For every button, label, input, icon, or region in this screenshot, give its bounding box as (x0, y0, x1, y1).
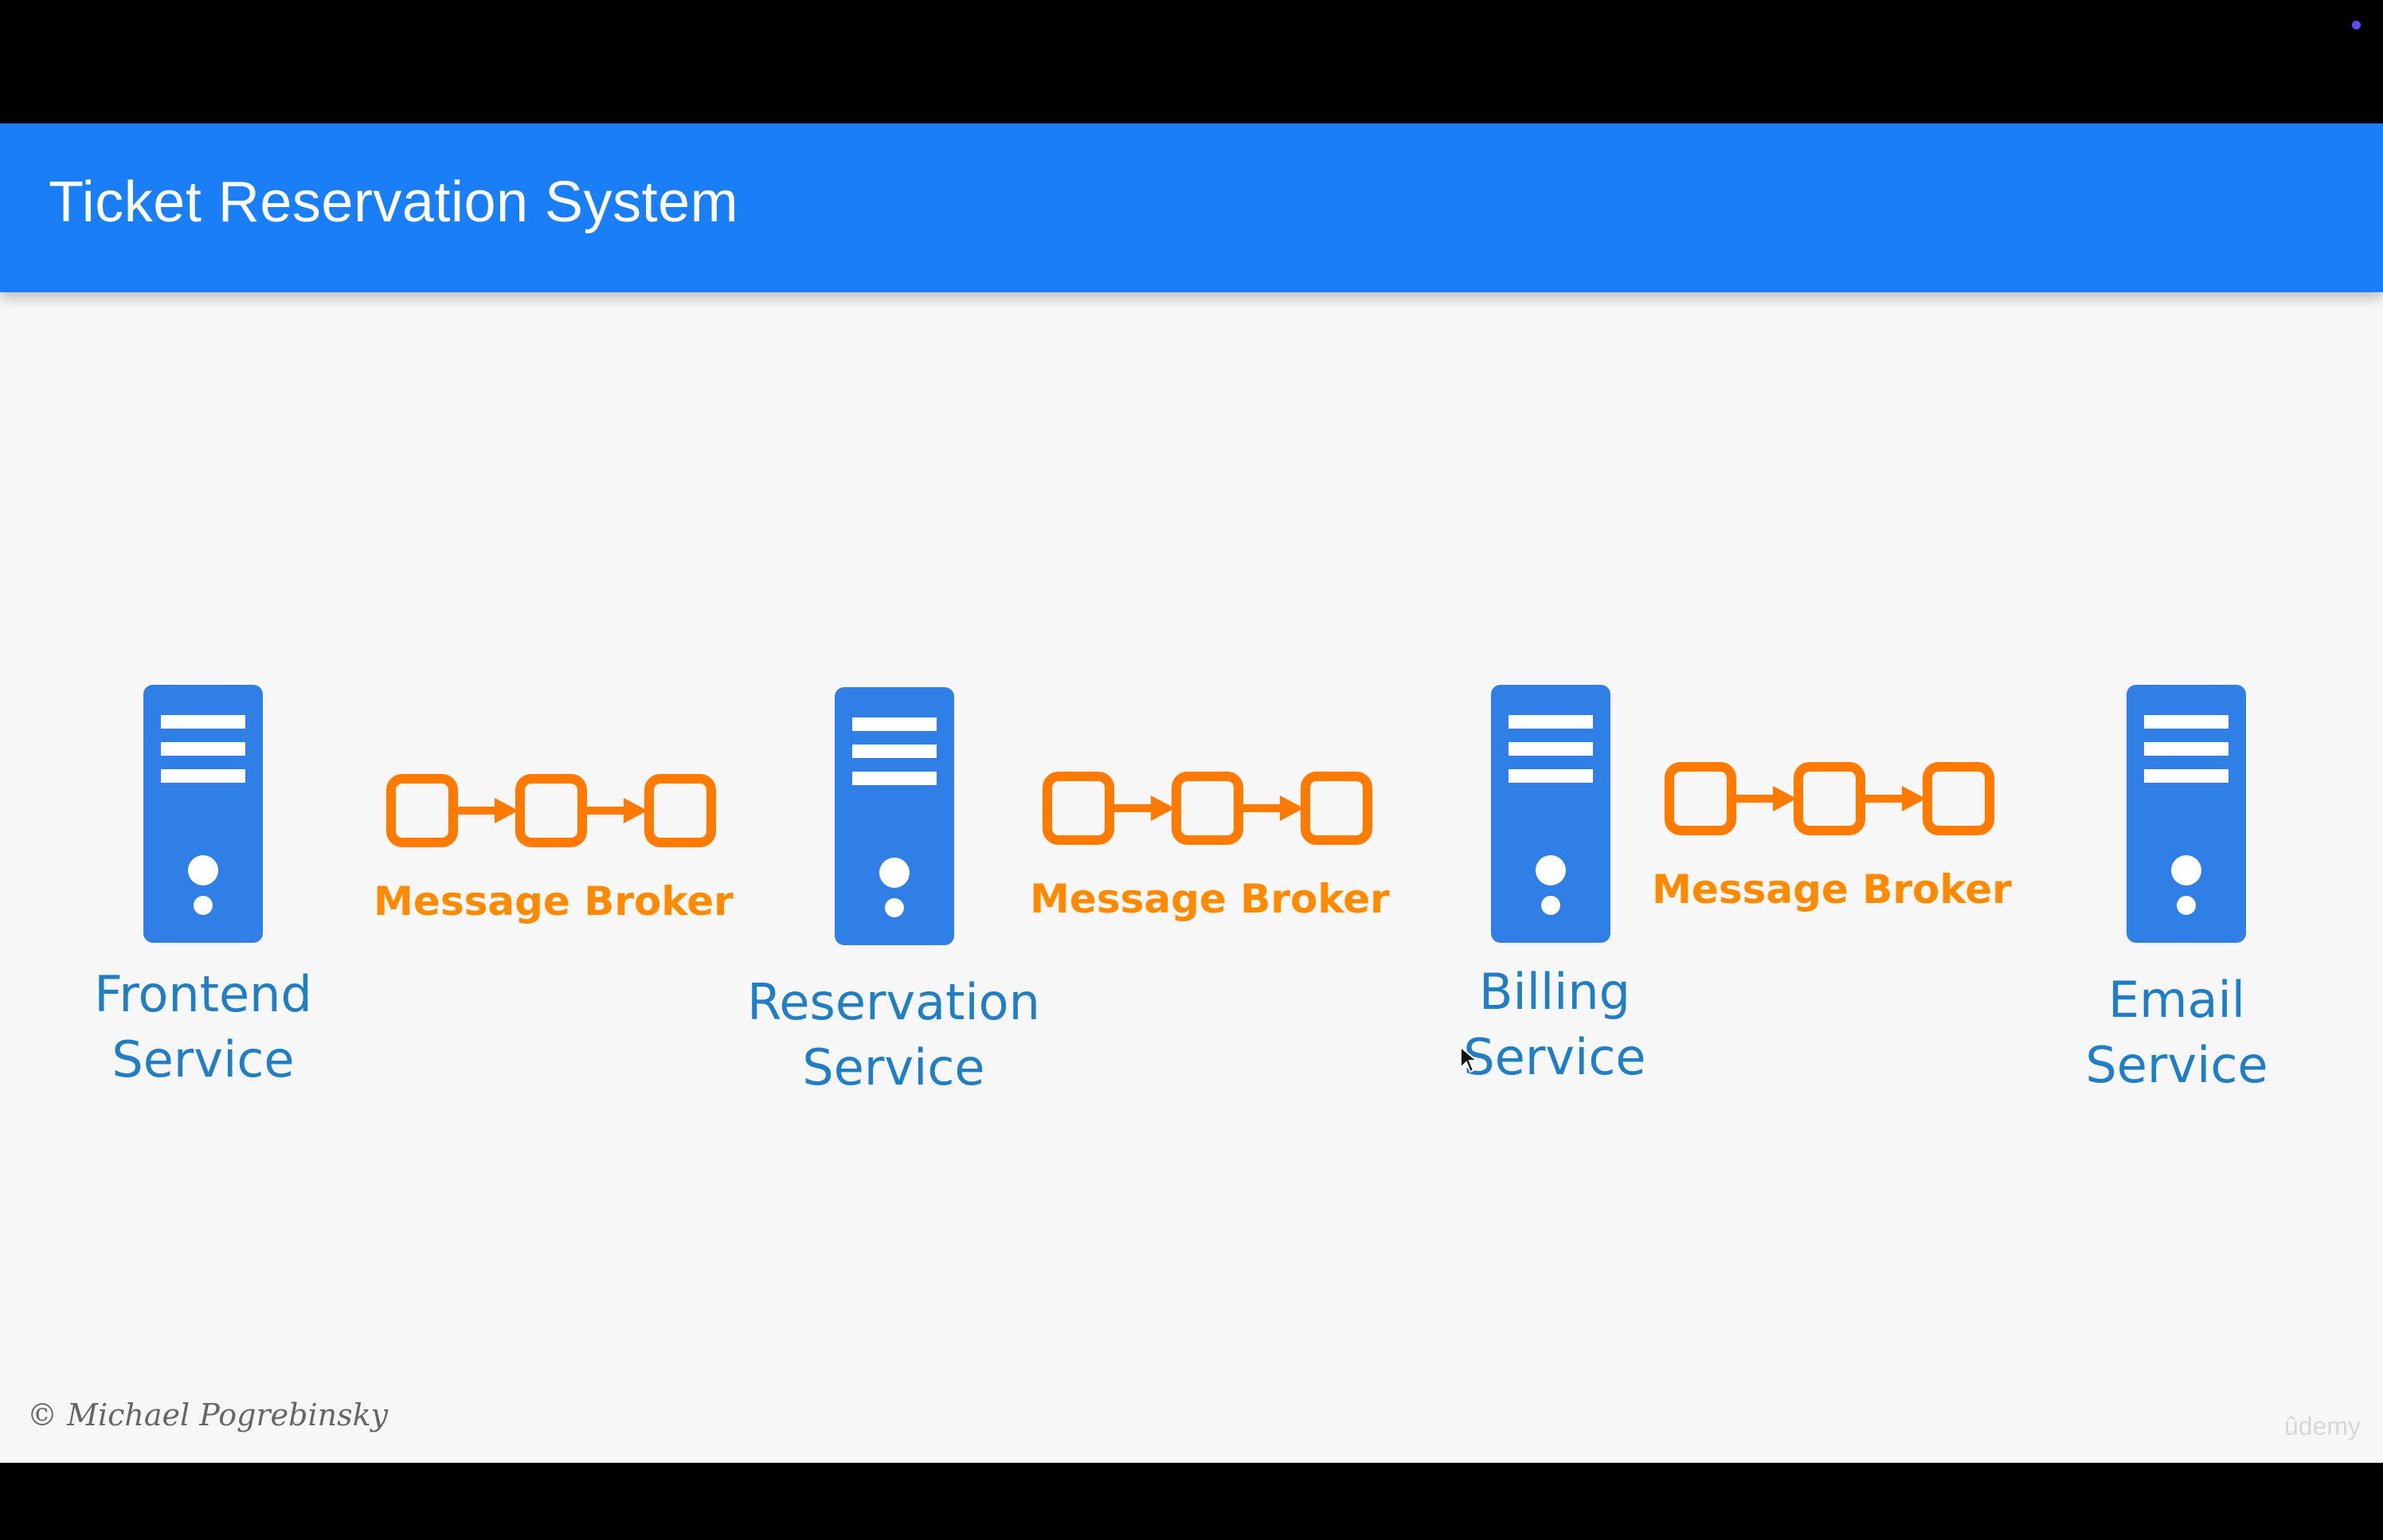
service-label-email: Email Service (2009, 967, 2344, 1098)
message-broker-label: Message Broker (1652, 866, 2012, 913)
frontend-server-icon (143, 685, 263, 943)
service-label-line2: Service (1463, 1028, 1646, 1086)
message-broker-icon (386, 774, 716, 847)
message-broker-label: Message Broker (374, 878, 734, 924)
service-label-line2: Service (2085, 1036, 2268, 1094)
service-label-line1: Billing (1478, 963, 1631, 1021)
service-label-line1: Reservation (747, 973, 1040, 1031)
slide-header: Ticket Reservation System (0, 123, 2383, 292)
reservation-server-icon (835, 687, 954, 945)
service-label-line2: Service (112, 1030, 295, 1089)
slide-title: Ticket Reservation System (49, 170, 739, 234)
service-label-billing: Billing Service (1387, 960, 1722, 1090)
recording-indicator (2352, 21, 2361, 29)
udemy-watermark: ûdemy (2284, 1412, 2361, 1440)
message-broker-label: Message Broker (1030, 876, 1390, 922)
message-broker-icon (1665, 762, 1994, 835)
service-label-line2: Service (802, 1038, 985, 1096)
billing-server-icon (1491, 685, 1610, 943)
email-server-icon (2127, 685, 2246, 943)
copyright-text: © Michael Pogrebinsky (27, 1397, 389, 1433)
service-label-line1: Frontend (94, 965, 312, 1023)
service-label-line1: Email (2107, 971, 2245, 1029)
message-broker-icon (1043, 772, 1372, 845)
mouse-pointer-icon (1460, 1046, 1478, 1073)
service-label-reservation: Reservation Service (726, 970, 1061, 1100)
slide: Ticket Reservation System Frontend Servi… (0, 123, 2383, 1463)
bottom-letterbox (0, 1463, 2383, 1540)
service-label-frontend: Frontend Service (36, 962, 370, 1092)
top-letterbox (0, 0, 2383, 123)
